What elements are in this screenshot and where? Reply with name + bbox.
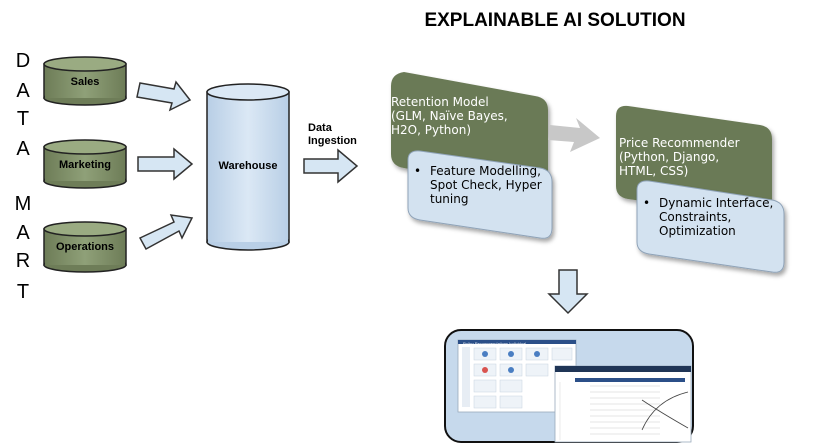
retention-bullet-box [407, 150, 553, 239]
sales-label: Sales [70, 76, 100, 88]
retention-bullet-line: Feature Modelling, [430, 164, 541, 178]
operations-label: Operations [55, 241, 115, 253]
data-mart-letter: A [16, 138, 30, 160]
arrow-sales-to-warehouse [136, 80, 192, 112]
retention-model-title: Retention Model (GLM, Naïve Bayes, H2O, … [391, 95, 541, 137]
screenshot-caption: Policy Recommendations Individual [463, 341, 527, 346]
bullet-icon: • [643, 196, 651, 210]
data-mart-letter: A [16, 222, 30, 244]
retention-title-line: H2O, Python) [391, 123, 472, 137]
data-mart-letter: T [16, 108, 30, 130]
price-title-line: Price Recommender [619, 136, 740, 150]
price-bullet-line: Optimization [659, 224, 736, 238]
retention-title-line: Retention Model [391, 95, 489, 109]
price-recommender-title: Price Recommender (Python, Django, HTML,… [619, 136, 769, 178]
retention-title-line: (GLM, Naïve Bayes, [391, 109, 508, 123]
arrow-marketing-to-warehouse [137, 147, 194, 181]
arrow-down-to-dashboard [547, 269, 589, 315]
bullet-icon: • [414, 164, 422, 178]
retention-bullet-line: tuning [430, 192, 469, 206]
warehouse-cylinder [206, 83, 290, 251]
price-title-line: (Python, Django, [619, 150, 720, 164]
arrow-ingestion [303, 148, 359, 184]
arrow-retention-to-price [548, 118, 600, 152]
arrow-operations-to-warehouse [138, 214, 194, 251]
data-ingestion-line: Ingestion [308, 135, 357, 147]
data-mart-letter: A [16, 80, 30, 102]
retention-bullet: • Feature Modelling, Spot Check, Hyper t… [414, 164, 550, 206]
data-mart-letter: D [15, 50, 31, 72]
price-bullet-line: Constraints, [659, 210, 732, 224]
data-ingestion-label: Data Ingestion [308, 122, 357, 148]
dashboard-screenshot-2 [554, 365, 692, 443]
data-mart-letter: R [15, 250, 31, 272]
price-title-line: HTML, CSS) [619, 164, 689, 178]
data-mart-letter: M [14, 193, 32, 215]
marketing-label: Marketing [59, 159, 111, 171]
marketing-cylinder [43, 139, 127, 189]
price-bullet-line: Dynamic Interface, [659, 196, 774, 210]
sales-cylinder [43, 56, 127, 106]
warehouse-label: Warehouse [218, 160, 278, 172]
price-bullet-box [636, 180, 785, 273]
data-mart-letter: T [16, 281, 30, 303]
price-bullet: • Dynamic Interface, Constraints, Optimi… [643, 196, 783, 238]
diagram-title: EXPLAINABLE AI SOLUTION [424, 10, 686, 31]
retention-bullet-line: Spot Check, Hyper [430, 178, 542, 192]
operations-cylinder [43, 221, 127, 273]
data-ingestion-line: Data [308, 122, 332, 134]
